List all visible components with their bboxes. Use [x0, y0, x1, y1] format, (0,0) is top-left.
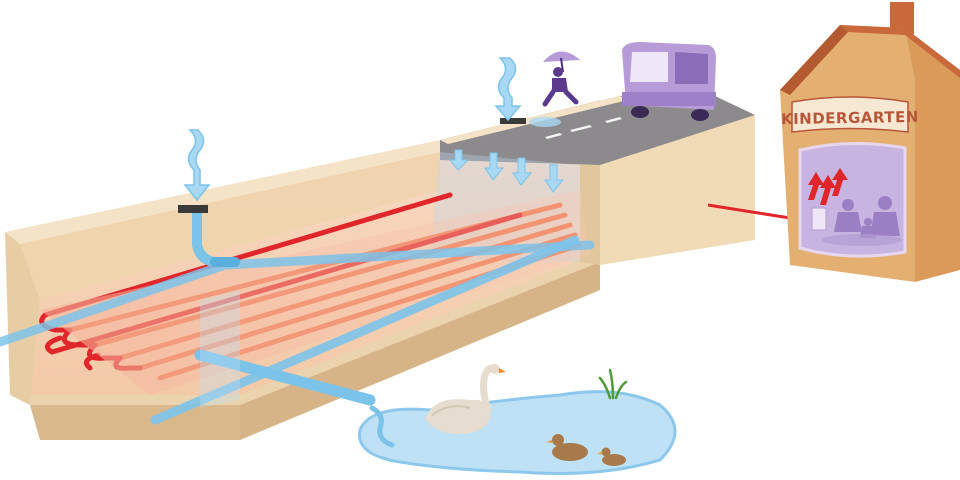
house-icon: KINDERGARTEN — [780, 2, 960, 282]
house-side-wall — [905, 28, 960, 282]
drain-grate-road — [500, 118, 526, 124]
sign-board — [791, 96, 909, 133]
van-icon — [622, 42, 716, 121]
rain-arrow-icon — [484, 152, 505, 181]
glass-panel — [200, 290, 240, 408]
heat-arrow-icon — [808, 168, 848, 205]
reeds — [598, 368, 628, 400]
rain-arrow-icon — [448, 149, 470, 171]
left-end-face — [5, 232, 40, 405]
front-wall — [30, 405, 240, 440]
rain-arrow-icon — [512, 157, 533, 186]
pond-water — [358, 390, 677, 475]
rain-inlets — [178, 57, 565, 213]
drain-grate-left — [178, 205, 208, 213]
rain-arrow-icon — [183, 129, 211, 202]
house-roof-front — [780, 25, 848, 95]
channel-back-wall — [20, 152, 440, 300]
front-wall-top — [30, 252, 600, 405]
road-puddle — [529, 117, 561, 127]
swan-icon — [425, 364, 506, 435]
duck-icon — [597, 447, 626, 466]
pedestrian — [542, 51, 580, 107]
road-surface — [440, 96, 755, 165]
children-group — [834, 196, 900, 238]
seepage-arrows — [448, 149, 565, 193]
outflow-stream — [369, 405, 395, 448]
rug — [822, 234, 902, 246]
water-pipes — [0, 207, 595, 425]
house-roof — [840, 25, 960, 78]
collector-pipe-front — [150, 235, 580, 425]
rain-arrow-icon — [544, 164, 565, 193]
front-long-face — [240, 262, 600, 440]
kindergarten-sign: KINDERGARTEN — [781, 108, 919, 128]
umbrella-icon — [543, 51, 580, 62]
road-markings — [545, 117, 622, 139]
pond — [358, 364, 677, 475]
outlet-pipe — [194, 349, 376, 406]
back-wall-top — [5, 100, 600, 244]
heat-supply-line — [707, 203, 791, 220]
radiator — [811, 207, 827, 231]
pipe-glow — [40, 190, 590, 395]
rain-arrow-icon — [494, 57, 522, 122]
duck-icon — [546, 434, 588, 461]
